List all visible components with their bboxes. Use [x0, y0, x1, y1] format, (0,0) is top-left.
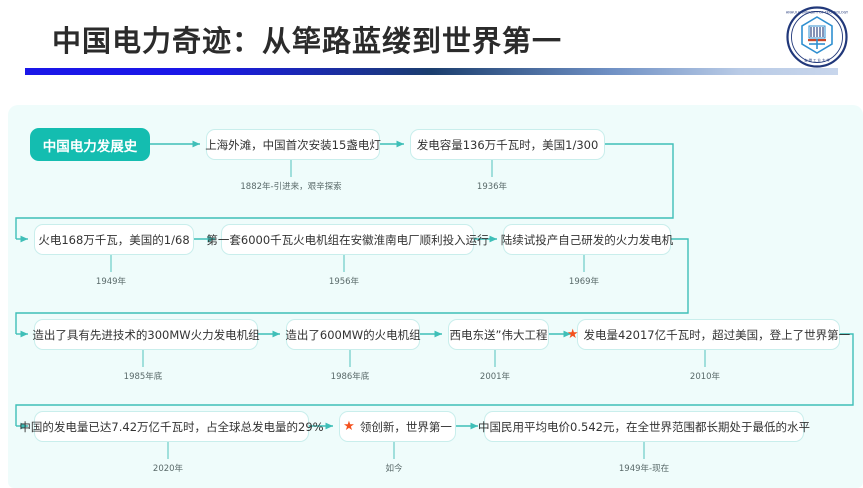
- flow-node-label: 第一套6000千瓦火电机组在安徽淮南电厂顺利投入运行: [206, 232, 489, 247]
- flow-node-label: 发电量42017亿千瓦时，超过美国，登上了世界第一: [583, 327, 851, 342]
- flow-caption-r4-c2: 1949年-现在: [618, 464, 670, 474]
- flow-caption-r3-c1: 1986年底: [330, 372, 370, 382]
- flow-caption-r1-c1: 1936年: [476, 182, 508, 192]
- flow-node-r4-c0[interactable]: 中国的发电量已达7.42万亿千瓦时，占全球总发电量的29%: [19, 411, 324, 442]
- flowchart-panel: 中国电力发展史 上海外滩，中国首次安装15盏电灯 1882年-引进来，艰辛探索 …: [8, 105, 863, 488]
- flow-node-r2-c1[interactable]: 第一套6000千瓦火电机组在安徽淮南电厂顺利投入运行: [206, 224, 489, 255]
- flow-node-label: 中国电力发展史: [42, 138, 138, 155]
- flow-caption-r3-c2: 2001年: [479, 372, 511, 382]
- slide-header: 中国电力奇迹：从筚路蓝缕到世界第一 ANHUI UNIVERSITY OF TE…: [0, 0, 863, 105]
- flow-node-label: 中国的发电量已达7.42万亿千瓦时，占全球总发电量的29%: [19, 419, 324, 434]
- star-icon: ★: [566, 327, 579, 342]
- flow-node-label: 陆续试投产自己研发的火力发电机: [500, 232, 674, 247]
- flow-caption-r1-c0: 1882年-引进来，艰辛探索: [240, 182, 342, 192]
- flow-node-label: 造出了具有先进技术的300MW火力发电机组: [32, 327, 260, 342]
- flow-node-label: 发电容量136万千瓦时，美国1/300: [416, 137, 599, 152]
- flow-caption-r2-c2: 1969年: [568, 277, 600, 287]
- flow-node-label: 上海外滩，中国首次安装15盏电灯: [205, 137, 381, 152]
- flow-node-label: 西电东送”伟大工程: [449, 327, 548, 342]
- flow-caption-r4-c1: 如今: [385, 464, 403, 474]
- flow-node-r1-c1[interactable]: 发电容量136万千瓦时，美国1/300: [410, 129, 605, 160]
- flow-node-label: 火电168万千瓦，美国的1/68: [38, 232, 190, 247]
- flow-node-r3-c3[interactable]: ★ 发电量42017亿千瓦时，超过美国，登上了世界第一: [567, 319, 850, 350]
- university-logo: ANHUI UNIVERSITY OF TECHNOLOGY 安 徽 工 业 大…: [786, 6, 848, 68]
- flow-node-r2-c2[interactable]: 陆续试投产自己研发的火力发电机: [500, 224, 674, 255]
- flow-node-r3-c1[interactable]: 造出了600MW的火电机组: [285, 319, 421, 350]
- svg-text:安 徽 工 业 大 学: 安 徽 工 业 大 学: [804, 58, 830, 63]
- flow-node-label: 领创新，世界第一: [359, 419, 452, 434]
- flow-node-label: 造出了600MW的火电机组: [285, 327, 421, 342]
- page-title: 中国电力奇迹：从筚路蓝缕到世界第一: [52, 24, 563, 58]
- flow-node-r4-c1[interactable]: ★ 领创新，世界第一: [339, 411, 456, 442]
- title-divider-rule: [25, 68, 838, 75]
- flow-caption-r2-c1: 1956年: [328, 277, 360, 287]
- svg-text:ANHUI UNIVERSITY OF TECHNOLOGY: ANHUI UNIVERSITY OF TECHNOLOGY: [786, 11, 848, 15]
- flow-caption-r3-c3: 2010年: [689, 372, 721, 382]
- star-icon: ★: [343, 419, 355, 434]
- flow-node-root[interactable]: 中国电力发展史: [30, 128, 150, 161]
- flow-node-r3-c0[interactable]: 造出了具有先进技术的300MW火力发电机组: [32, 319, 260, 350]
- flow-node-r4-c2[interactable]: 中国民用平均电价0.542元，在全世界范围都长期处于最低的水平: [478, 411, 810, 442]
- flow-node-label: 中国民用平均电价0.542元，在全世界范围都长期处于最低的水平: [478, 419, 810, 434]
- flowchart: 中国电力发展史 上海外滩，中国首次安装15盏电灯 1882年-引进来，艰辛探索 …: [8, 105, 863, 488]
- flow-caption-r4-c0: 2020年: [152, 464, 184, 474]
- flow-node-r1-c0[interactable]: 上海外滩，中国首次安装15盏电灯: [205, 129, 381, 160]
- flow-node-r3-c2[interactable]: 西电东送”伟大工程: [448, 319, 549, 350]
- flow-caption-r3-c0: 1985年底: [123, 372, 163, 382]
- flow-caption-r2-c0: 1949年: [95, 277, 127, 287]
- flow-node-r2-c0[interactable]: 火电168万千瓦，美国的1/68: [34, 224, 194, 255]
